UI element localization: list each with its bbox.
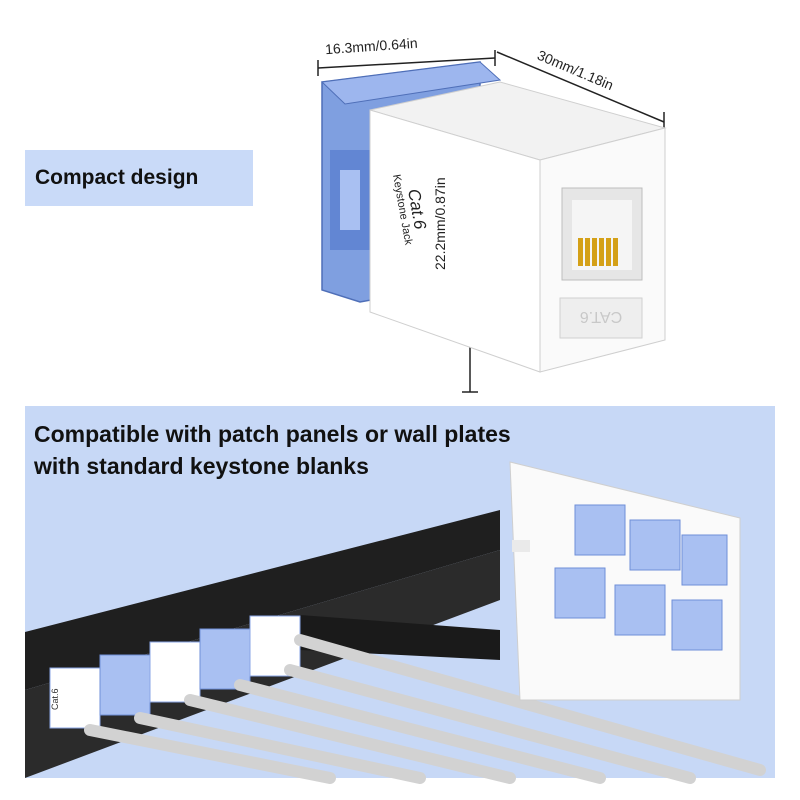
compatibility-line-2: with standard keystone blanks xyxy=(34,453,369,479)
length-dimension-line xyxy=(496,51,665,123)
patch-jack-label: Cat.6 xyxy=(50,688,60,710)
height-dimension-label: 22.2mm/0.87in xyxy=(432,177,448,270)
patch-panel-illustration: Cat.6 xyxy=(25,461,766,784)
keystone-jack-illustration: Keystone Jack Cat.6 CAT.6 xyxy=(317,50,667,393)
compatibility-line-1: Compatible with patch panels or wall pla… xyxy=(34,421,511,447)
patch-panel-frame xyxy=(25,510,500,690)
width-dimension-line xyxy=(317,57,496,69)
wall-plate-jacks xyxy=(554,504,728,651)
front-cat6-plate xyxy=(559,297,643,339)
jack-rear-slot-inner xyxy=(340,170,360,230)
patch-panel-jacks xyxy=(49,615,301,729)
compact-design-text: Compact design xyxy=(35,166,199,189)
jack-rear-top xyxy=(320,61,502,105)
wall-plate-screw-top xyxy=(512,540,530,552)
ethernet-cables xyxy=(84,634,766,784)
front-cat6-text: CAT.6 xyxy=(580,308,622,325)
compatibility-headline: Compatible with patch panels or wall pla… xyxy=(34,418,511,482)
compact-design-label: Compact design xyxy=(25,150,253,206)
gold-contacts xyxy=(578,238,618,266)
